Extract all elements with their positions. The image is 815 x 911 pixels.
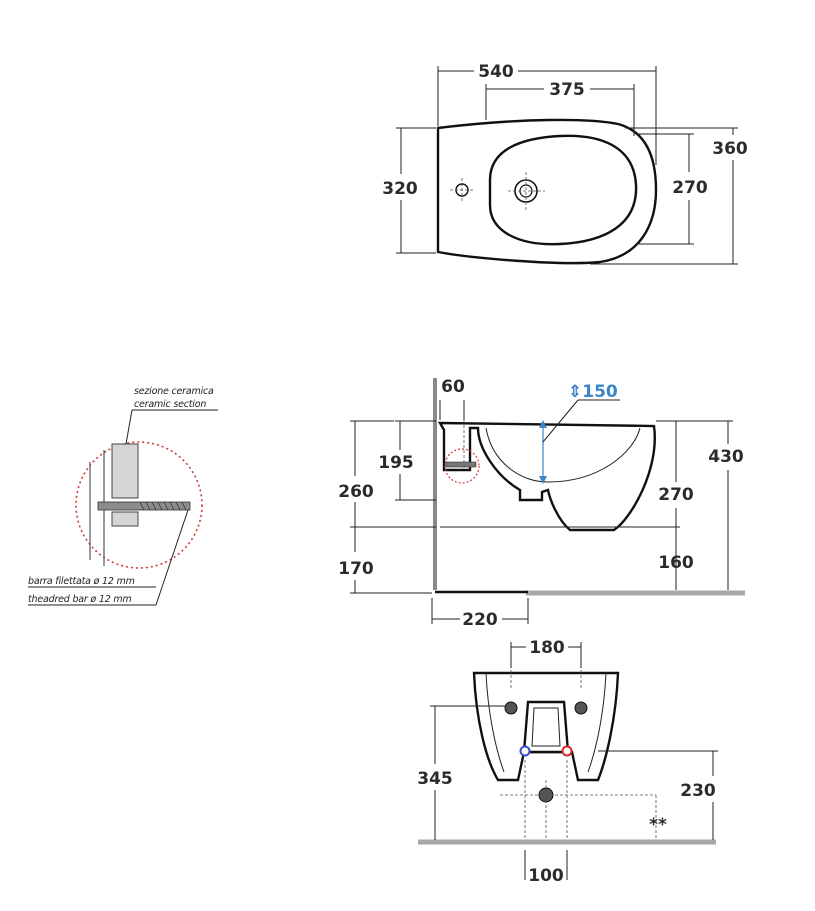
dim-adjustable: 150 xyxy=(582,382,618,402)
side-view-outline xyxy=(437,421,656,532)
caption-ceramic-section-it: sezione ceramica xyxy=(134,386,214,397)
dim-total-length: 540 xyxy=(478,62,514,82)
fixing-hole-right xyxy=(574,701,588,715)
caption-threaded-bar-en: theadred bar ø 12 mm xyxy=(28,594,131,605)
dim-bar-height: 195 xyxy=(378,453,414,473)
dim-total-width: 360 xyxy=(712,139,748,159)
cold-water-inlet-icon xyxy=(519,745,531,757)
dim-note-marker: ** xyxy=(649,815,667,835)
ceramic-section-detail: sezione ceramica ceramic section barra f… xyxy=(28,386,218,606)
caption-threaded-bar-it: barra filettata ø 12 mm xyxy=(28,576,135,587)
rear-view: 180 345 230 ** 100 xyxy=(417,638,718,886)
hot-water-inlet-icon xyxy=(561,745,573,757)
top-view-bowl xyxy=(488,134,638,246)
dim-rear-width: 320 xyxy=(382,179,418,199)
dim-axis-distance: 375 xyxy=(549,80,585,100)
dim-fixing-spacing: 180 xyxy=(529,638,565,658)
top-view: 540 375 360 320 270 xyxy=(382,62,748,265)
dim-bottom-clearance: 170 xyxy=(338,559,374,579)
dim-drain-height: 230 xyxy=(680,781,716,801)
dim-frame-depth: 220 xyxy=(462,610,498,630)
dim-drain-spacing: 100 xyxy=(528,866,564,886)
side-view: 60 ⇕ 150 195 260 170 430 270 xyxy=(338,377,745,630)
dim-wall-offset: 60 xyxy=(441,377,465,397)
adjust-arrow-icon: ⇕ xyxy=(568,382,582,402)
fixing-hole-left xyxy=(504,701,518,715)
dim-fixing-height: 345 xyxy=(417,769,453,789)
dim-bowl-width: 270 xyxy=(672,178,708,198)
dim-inlet-height: 260 xyxy=(338,482,374,502)
dim-rim-depth: 270 xyxy=(658,485,694,505)
caption-ceramic-section-en: ceramic section xyxy=(134,399,206,410)
dim-floor-clearance: 160 xyxy=(658,553,694,573)
dim-total-height: 430 xyxy=(708,447,744,467)
